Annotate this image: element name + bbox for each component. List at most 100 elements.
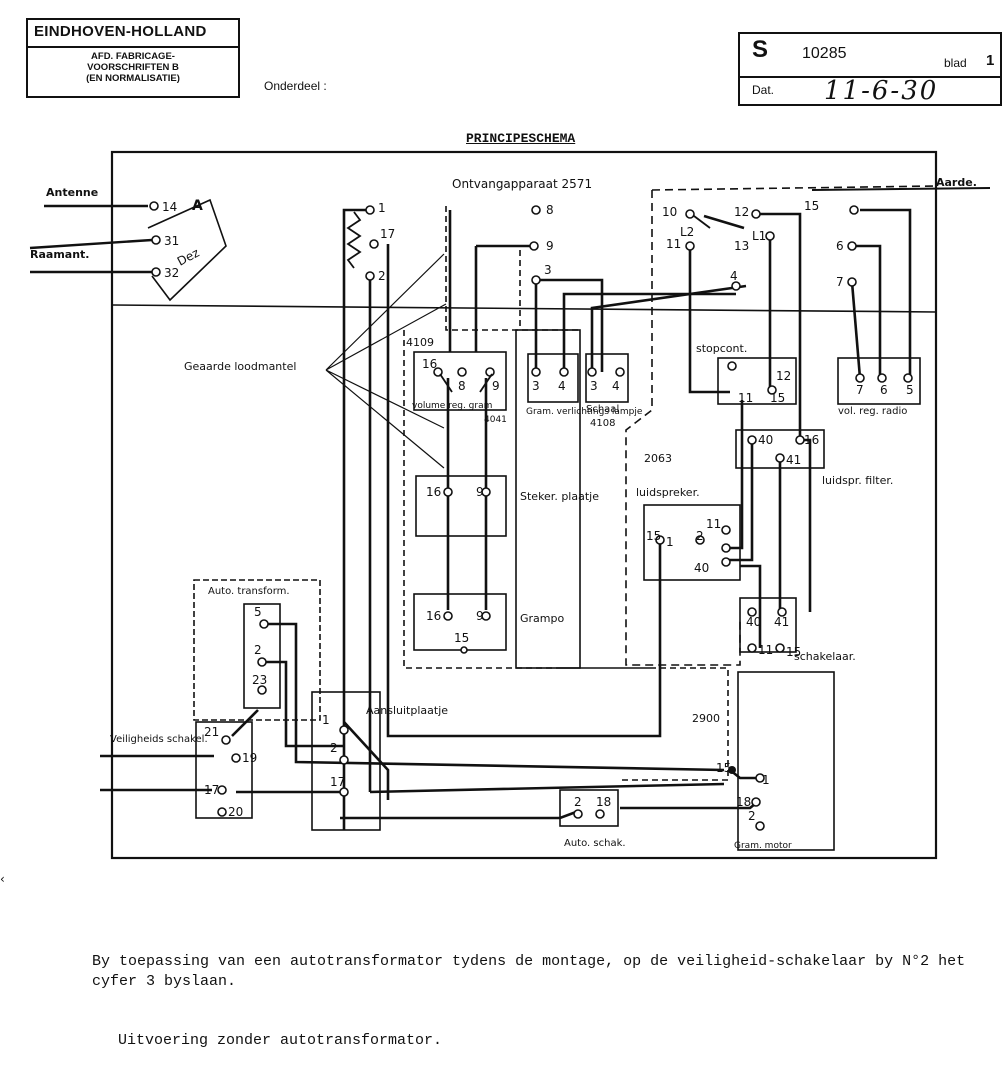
- terminal-label: 3: [532, 379, 540, 393]
- terminal-label: 3: [590, 379, 598, 393]
- terminal-label: 2: [330, 741, 338, 755]
- divider: [28, 46, 238, 48]
- earth-label: Aarde.: [936, 176, 977, 189]
- terminal-label: 6: [836, 239, 844, 253]
- gram-4041-label: 4041: [484, 415, 507, 425]
- aansluit-label: Aansluitplaatje: [366, 704, 448, 717]
- diagram-title: PRINCIPESCHEMA: [466, 131, 576, 146]
- terminal: [775, 643, 785, 653]
- terminal-label: 1: [322, 713, 330, 727]
- note-variant: Uitvoering zonder autotransformator.: [118, 1032, 443, 1049]
- terminal: [767, 385, 777, 395]
- terminal: [365, 205, 375, 215]
- terminal-label: 21: [204, 725, 219, 739]
- volume-label: volume reg. gram: [412, 401, 492, 411]
- terminal-label: 17: [204, 783, 219, 797]
- vol-reg-radio-label: vol. reg. radio: [838, 406, 907, 417]
- terminal: [721, 557, 731, 567]
- dez-label: Dez: [175, 246, 202, 269]
- terminal-label: 9: [476, 609, 484, 623]
- terminal-label: 19: [242, 751, 257, 765]
- gram-motor-label: Gram. motor: [734, 841, 792, 851]
- terminal: [849, 205, 859, 215]
- terminal-label: 40: [758, 433, 773, 447]
- terminal-label: 23: [252, 673, 267, 687]
- wire: [386, 244, 662, 738]
- terminal-label: 9: [476, 485, 484, 499]
- luidspr-filter-label: luidspr. filter.: [822, 474, 893, 487]
- wire: [726, 400, 744, 550]
- terminal-label: 15: [454, 631, 469, 645]
- terminal: [365, 271, 375, 281]
- gram-motor-box: [737, 671, 835, 851]
- terminal-label: 16: [426, 485, 441, 499]
- onderdeel-label: Onderdeel :: [264, 79, 327, 93]
- earth-wire: [811, 187, 991, 191]
- terminal: [615, 367, 625, 377]
- terminal-label: 15: [804, 199, 819, 213]
- steker-box: [415, 475, 507, 537]
- terminal-label: 11: [758, 643, 773, 657]
- date-label: Dat.: [752, 83, 775, 97]
- grampo-box: [413, 593, 507, 651]
- terminal-label: 2: [748, 809, 756, 823]
- wire: [856, 244, 882, 378]
- auto-schak-box: [559, 789, 619, 827]
- terminal: [903, 373, 913, 383]
- middle-column: [515, 329, 581, 669]
- schaal-4108-label: 4108: [590, 418, 615, 429]
- terminal: [877, 373, 887, 383]
- terminal: [151, 235, 161, 245]
- terminal-label: 5: [254, 605, 262, 619]
- terminal: [847, 277, 857, 287]
- terminal: [231, 753, 241, 763]
- terminal: [339, 755, 349, 765]
- terminal-label: 17: [330, 775, 345, 789]
- terminal: [573, 809, 583, 819]
- wire: [264, 622, 725, 772]
- terminal: [257, 685, 267, 695]
- terminal: [217, 785, 227, 795]
- block-2063-label: 2063: [644, 452, 672, 465]
- margin-mark: ‹: [0, 872, 5, 886]
- terminal: [847, 241, 857, 251]
- terminal-label: 4: [612, 379, 620, 393]
- lead-arrows: [325, 253, 447, 469]
- dept-line-2: VOORSCHRIFTEN B: [87, 62, 179, 73]
- block-2900-label: 2900: [692, 712, 720, 725]
- wire: [368, 276, 725, 794]
- terminal-label: 32: [164, 266, 179, 280]
- terminal-label: 8: [546, 203, 554, 217]
- terminal-label: 31: [164, 234, 179, 248]
- terminal-label: 15: [716, 761, 731, 775]
- terminal-label: 11: [666, 237, 681, 251]
- block-4109-label: 4109: [406, 336, 434, 349]
- resistor: [346, 211, 362, 269]
- wire: [728, 440, 754, 562]
- terminal: [751, 209, 761, 219]
- wire: [850, 281, 862, 379]
- terminal-label: 41: [786, 453, 801, 467]
- terminal: [339, 725, 349, 735]
- terminal: [531, 205, 541, 215]
- terminal: [685, 241, 695, 251]
- auto-transform-region: [193, 579, 321, 721]
- terminal: [529, 241, 539, 251]
- terminal: [531, 367, 541, 377]
- terminal-label: 2: [574, 795, 582, 809]
- wire: [688, 246, 730, 394]
- terminal: [151, 267, 161, 277]
- terminal-label: 7: [856, 383, 864, 397]
- wire: [231, 709, 259, 737]
- terminal: [481, 611, 491, 621]
- terminal: [339, 787, 349, 797]
- wire: [860, 208, 912, 378]
- terminal-label: 15: [786, 645, 801, 659]
- stopcont-box: [717, 357, 797, 405]
- terminal-label: 2: [254, 643, 262, 657]
- company-title-block: EINDHOVEN-HOLLAND AFD. FABRICAGE- VOORSC…: [26, 18, 240, 98]
- terminal-label: 5: [906, 383, 914, 397]
- wire: [562, 292, 736, 372]
- blad-label: blad: [944, 56, 967, 70]
- wire: [342, 208, 370, 830]
